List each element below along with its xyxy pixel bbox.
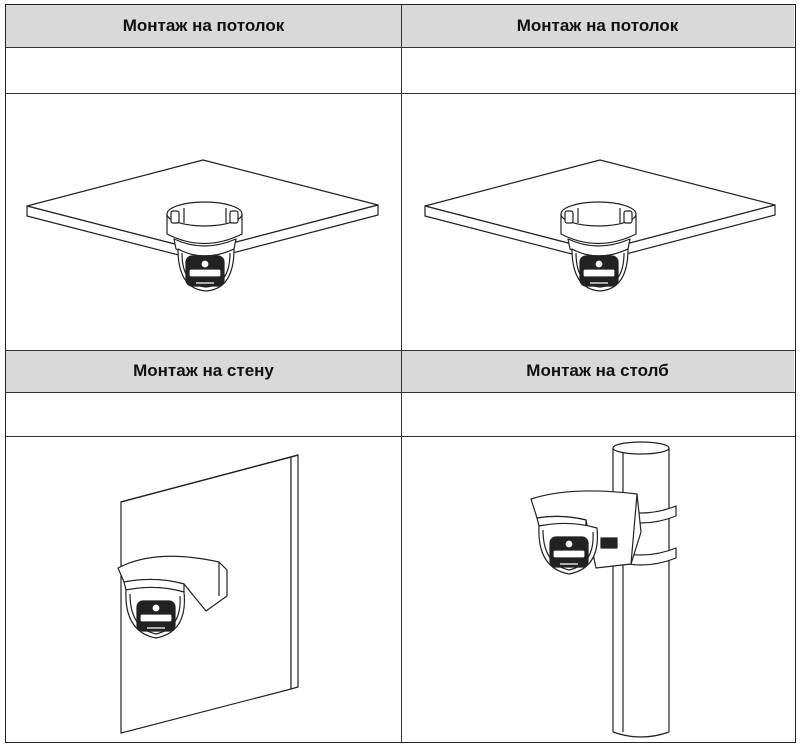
header-ceiling-mount-2: Монтаж на потолок xyxy=(401,5,794,47)
mounting-options-table: Монтаж на потолок Монтаж на потолок Монт… xyxy=(5,4,796,743)
empty-cell xyxy=(401,392,794,436)
row-divider xyxy=(6,93,795,94)
wall-mount-illustration-cell xyxy=(6,436,401,744)
row-divider xyxy=(6,436,795,437)
empty-cell xyxy=(6,392,401,436)
pole-mount-bracket-camera-icon xyxy=(530,441,677,738)
column-divider xyxy=(401,5,402,742)
ceiling-mount-illustration-cell xyxy=(6,93,401,350)
header-ceiling-mount-1: Монтаж на потолок xyxy=(6,5,401,47)
wall-mount-bracket-camera-icon xyxy=(117,454,299,734)
header-pole-mount: Монтаж на столб xyxy=(401,350,794,392)
ceiling-mount-illustration-cell xyxy=(401,93,794,350)
header-wall-mount: Монтаж на стену xyxy=(6,350,401,392)
ceiling-mount-junction-box-camera-icon xyxy=(26,159,379,292)
row-divider xyxy=(6,350,795,351)
row-divider xyxy=(6,47,795,48)
pole-mount-illustration-cell xyxy=(401,436,794,744)
empty-cell xyxy=(6,47,401,93)
ceiling-mount-junction-box-camera-icon xyxy=(424,159,776,292)
row-divider xyxy=(6,392,795,393)
empty-cell xyxy=(401,47,794,93)
